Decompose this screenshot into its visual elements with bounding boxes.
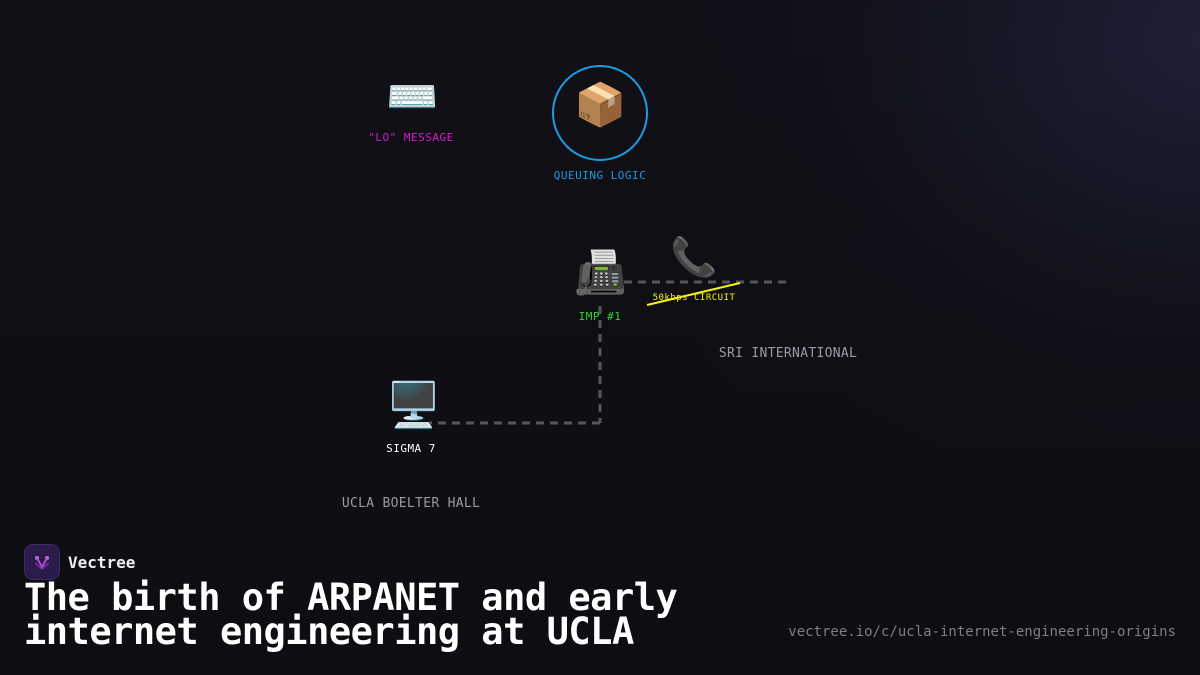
brand: Vectree [24, 544, 135, 580]
circuit-label: 50kbps CIRCUIT [652, 293, 736, 303]
telephone-receiver-icon: 📞 [670, 235, 718, 279]
sri-zone-label: SRI INTERNATIONAL [718, 346, 858, 361]
page-title: The birth of ARPANET and early internet … [24, 576, 678, 653]
package-icon: 📦 [574, 80, 627, 129]
brand-name: Vectree [68, 552, 136, 572]
lo-message-label: "LO" MESSAGE [368, 131, 454, 144]
sigma7-label: SIGMA 7 [386, 442, 436, 455]
keyboard-icon: ⌨️ [386, 72, 439, 121]
queuing-logic-ring [552, 65, 648, 161]
imp1-label: IMP #1 [578, 310, 622, 323]
source-url[interactable]: vectree.io/c/ucla-internet-engineering-o… [788, 624, 1176, 640]
vectree-logo-icon [24, 544, 60, 580]
packet-streak [646, 282, 741, 306]
ucla-zone-label: UCLA BOELTER HALL [341, 496, 481, 511]
fax-icon: 📠 [574, 248, 627, 297]
queuing-logic-label: QUEUING LOGIC [553, 169, 647, 182]
desktop-computer-icon: 🖥️ [386, 380, 441, 431]
